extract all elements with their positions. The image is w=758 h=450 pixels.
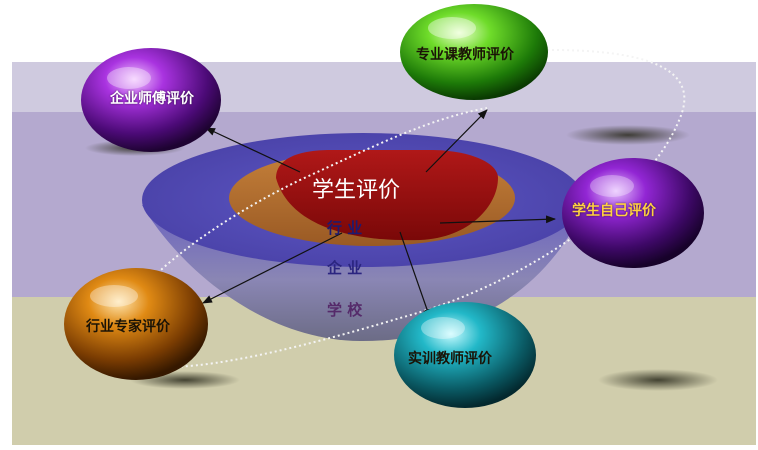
self-label: 学生自己评价 — [572, 203, 656, 219]
arrow-to-teacher — [425, 109, 488, 173]
sphere-shadow — [598, 369, 718, 391]
arrow-to-mentor — [205, 127, 301, 173]
orbit-path — [112, 48, 686, 369]
sphere-highlight — [421, 317, 465, 339]
layer-enterprise: 企 业 — [327, 259, 363, 277]
teacher-sphere — [400, 4, 548, 100]
sphere-highlight — [90, 285, 138, 307]
layer-industry: 行 业 — [327, 219, 363, 237]
layer-school: 学 校 — [327, 301, 363, 319]
trainer-label: 实训教师评价 — [408, 351, 492, 367]
trainer-sphere — [394, 302, 536, 408]
mentor-label: 企业师傅评价 — [110, 91, 194, 107]
mentor-sphere — [81, 48, 221, 152]
center-title: 学生评价 — [312, 178, 401, 203]
sphere-shadow — [566, 125, 690, 145]
student-core — [276, 150, 498, 241]
arrow-to-expert — [202, 232, 343, 304]
sphere-highlight — [428, 17, 476, 39]
expert-sphere — [64, 268, 208, 380]
arrow-to-trainer — [399, 231, 431, 319]
self-sphere — [562, 158, 704, 268]
sphere-highlight — [590, 175, 634, 197]
expert-label: 行业专家评价 — [86, 319, 170, 335]
sphere-highlight — [107, 67, 151, 89]
teacher-label: 专业课教师评价 — [416, 47, 514, 63]
arrow-to-self — [439, 215, 556, 224]
